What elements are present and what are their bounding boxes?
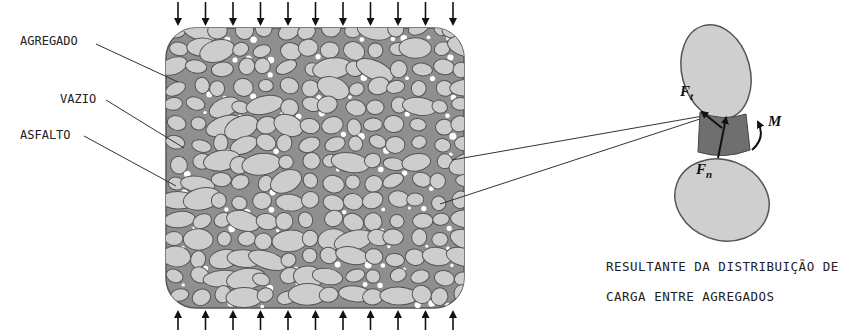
moment-label: M: [768, 112, 781, 130]
force-label: Ft: [680, 82, 693, 103]
aggregate-texture: [166, 28, 464, 308]
part-label: VAZIO: [60, 92, 96, 106]
part-label: ASFALTO: [20, 128, 71, 142]
force-label: Fn: [696, 160, 712, 181]
load-arrows-bottom: [178, 312, 453, 330]
part-label: AGREGADO: [20, 34, 78, 48]
asphalt-block: [166, 28, 464, 308]
caption: RESULTANTE DA DISTRIBUIÇÃO DE CARGA ENTR…: [606, 252, 856, 312]
contact-detail: [663, 17, 781, 254]
leader-lines: [84, 44, 703, 204]
load-arrows-top: [178, 2, 453, 24]
